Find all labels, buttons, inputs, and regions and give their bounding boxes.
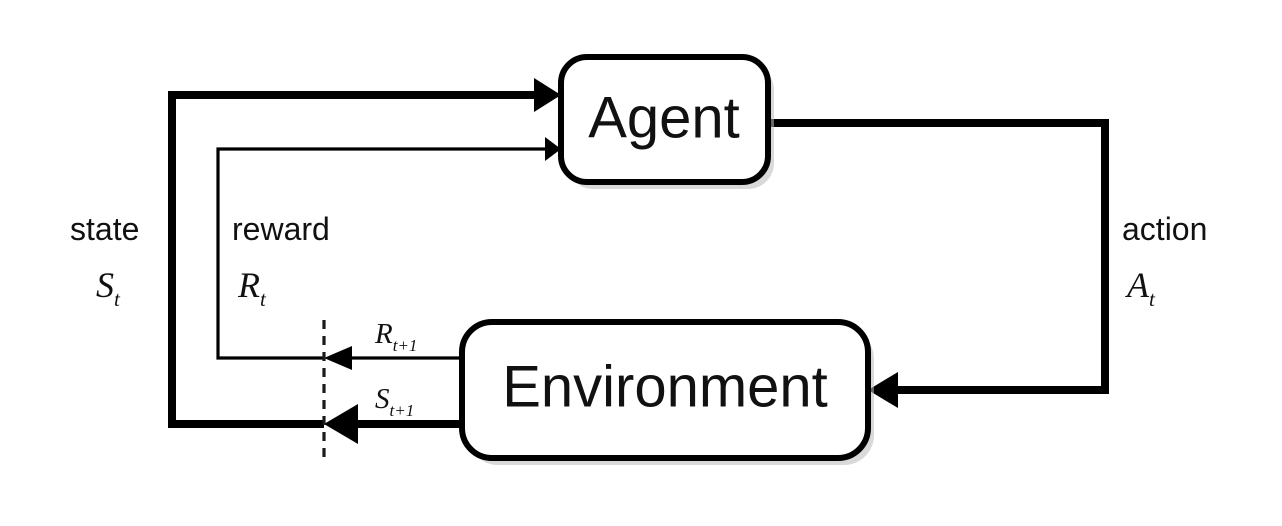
state-label-group: state St bbox=[70, 211, 139, 311]
reward-word-label: reward bbox=[232, 211, 330, 247]
state-word-label: state bbox=[70, 211, 139, 247]
edge-reward-next-path bbox=[324, 346, 462, 370]
state-arrowhead bbox=[534, 78, 561, 112]
reward-next-label-group: Rt+1 bbox=[374, 318, 417, 355]
action-word-label: action bbox=[1122, 211, 1207, 247]
edge-state-next-path bbox=[324, 404, 462, 444]
reward-symbol-subscript: t bbox=[260, 287, 267, 311]
reward-symbol-base: R bbox=[237, 265, 260, 305]
reward-arrowhead bbox=[545, 137, 561, 161]
action-label-group: action At bbox=[1122, 211, 1207, 311]
reward-symbol-label: Rt bbox=[237, 265, 267, 311]
environment-node[interactable]: Environment bbox=[459, 319, 874, 465]
environment-box[interactable] bbox=[459, 319, 871, 461]
state-symbol-subscript: t bbox=[114, 287, 121, 311]
state-next-symbol-subscript: t+1 bbox=[390, 401, 415, 420]
action-symbol-base: A bbox=[1125, 265, 1150, 305]
reward-next-symbol-base: R bbox=[374, 318, 393, 350]
edge-state-path bbox=[168, 78, 561, 428]
environment-label: Environment bbox=[502, 354, 828, 419]
edge-reward-path bbox=[216, 137, 561, 360]
state-symbol-label: St bbox=[96, 265, 121, 311]
action-symbol-subscript: t bbox=[1149, 287, 1156, 311]
agent-box[interactable] bbox=[558, 54, 771, 185]
reward-label-group: reward Rt bbox=[232, 211, 330, 311]
state-next-label-group: St+1 bbox=[375, 383, 414, 420]
state-next-label: St+1 bbox=[375, 383, 414, 420]
reward-next-label: Rt+1 bbox=[374, 318, 417, 355]
reward-next-arrowhead bbox=[324, 346, 352, 370]
reward-next-symbol-subscript: t+1 bbox=[393, 336, 418, 355]
agent-label: Agent bbox=[588, 85, 740, 150]
agent-node[interactable]: Agent bbox=[558, 54, 774, 189]
state-symbol-base: S bbox=[96, 265, 114, 305]
edge-action-path bbox=[768, 119, 1109, 408]
state-next-symbol-base: S bbox=[375, 383, 390, 415]
state-next-arrowhead bbox=[324, 404, 358, 444]
action-symbol-label: At bbox=[1125, 265, 1156, 311]
action-arrowhead bbox=[868, 372, 898, 408]
